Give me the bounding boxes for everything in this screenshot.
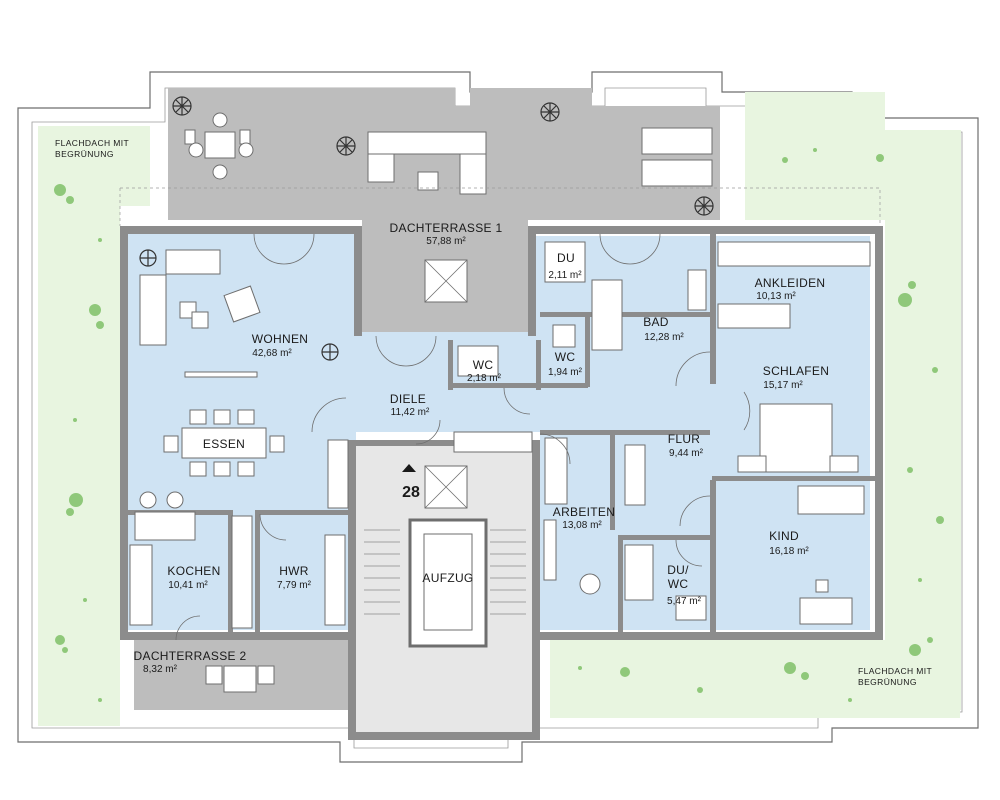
room-dachterrasse-1-area: 57,88 m² <box>426 236 466 247</box>
furniture <box>129 112 871 693</box>
room-schlafen-area: 15,17 m² <box>763 380 803 391</box>
green-roof-south <box>550 640 960 718</box>
potted-plants <box>139 96 714 361</box>
room-kochen-area: 10,41 m² <box>168 580 208 591</box>
aufzug-cabin <box>423 533 473 631</box>
room-wc1-area: 2,18 m² <box>467 373 502 384</box>
room-wc1-name: WC <box>473 358 494 372</box>
room-ankleiden-area: 10,13 m² <box>756 291 796 302</box>
room-hwr-area: 7,79 m² <box>277 580 312 591</box>
room-aufzug-name: AUFZUG <box>422 571 473 585</box>
room-arbeiten-area: 13,08 m² <box>562 520 602 531</box>
room-dachterrasse-2-name: DACHTERRASSE 2 <box>134 649 247 663</box>
room-kind-name: KIND <box>769 529 799 543</box>
room-flur-area: 9,44 m² <box>669 448 704 459</box>
room-du-name: DU <box>557 251 575 265</box>
roof-outline-inner <box>31 87 963 749</box>
room-arbeiten-name: ARBEITEN <box>553 505 615 519</box>
room-wc2-area: 1,94 m² <box>548 367 583 378</box>
label-flachdach-nw-2: BEGRÜNUNG <box>55 149 114 159</box>
door-swings <box>175 233 751 641</box>
room-essen-name: ESSEN <box>203 437 245 451</box>
stair-number: 28 <box>402 484 420 501</box>
room-schlafen-name: SCHLAFEN <box>763 364 829 378</box>
room-duwc-name-2: WC <box>668 577 689 591</box>
green-roof-east <box>885 130 961 710</box>
label-flachdach-nw-1: FLACHDACH MIT <box>55 138 129 148</box>
label-flachdach-se-2: BEGRÜNUNG <box>858 677 917 687</box>
dachterrasse-1-area <box>168 88 720 332</box>
room-ankleiden-name: ANKLEIDEN <box>755 276 826 290</box>
room-flur-name: FLUR <box>668 432 701 446</box>
stair-up-arrow-icon <box>402 464 416 472</box>
room-wohnen-name: WOHNEN <box>252 332 308 346</box>
walls <box>120 226 883 740</box>
room-diele-name: DIELE <box>390 392 426 406</box>
room-kind-area: 16,18 m² <box>769 546 809 557</box>
room-duwc-name-1: DU/ <box>667 563 689 577</box>
room-bad-name: BAD <box>643 315 669 329</box>
room-du-area: 2,11 m² <box>548 270 582 281</box>
room-kochen-name: KOCHEN <box>167 564 220 578</box>
room-dachterrasse-1-name: DACHTERRASSE 1 <box>390 221 503 235</box>
room-dachterrasse-2-area: 8,32 m² <box>143 664 178 675</box>
room-hwr-name: HWR <box>279 564 309 578</box>
room-diele-area: 11,42 m² <box>391 407 430 418</box>
aufzug-shaft <box>408 518 488 648</box>
room-bad-area: 12,28 m² <box>644 332 684 343</box>
vegetation-dots <box>54 148 944 702</box>
label-flachdach-se-1: FLACHDACH MIT <box>858 666 932 676</box>
dashed-outline <box>119 187 881 226</box>
room-wc2-name: WC <box>555 350 576 364</box>
green-roof-west <box>38 206 120 726</box>
room-duwc-area: 5,47 m² <box>667 596 702 607</box>
room-wohnen-area: 42,68 m² <box>252 348 292 359</box>
green-roof-ne <box>745 92 885 220</box>
labels: FLACHDACH MIT BEGRÜNUNG FLACHDACH MIT BE… <box>55 138 932 687</box>
stairs <box>364 529 526 615</box>
